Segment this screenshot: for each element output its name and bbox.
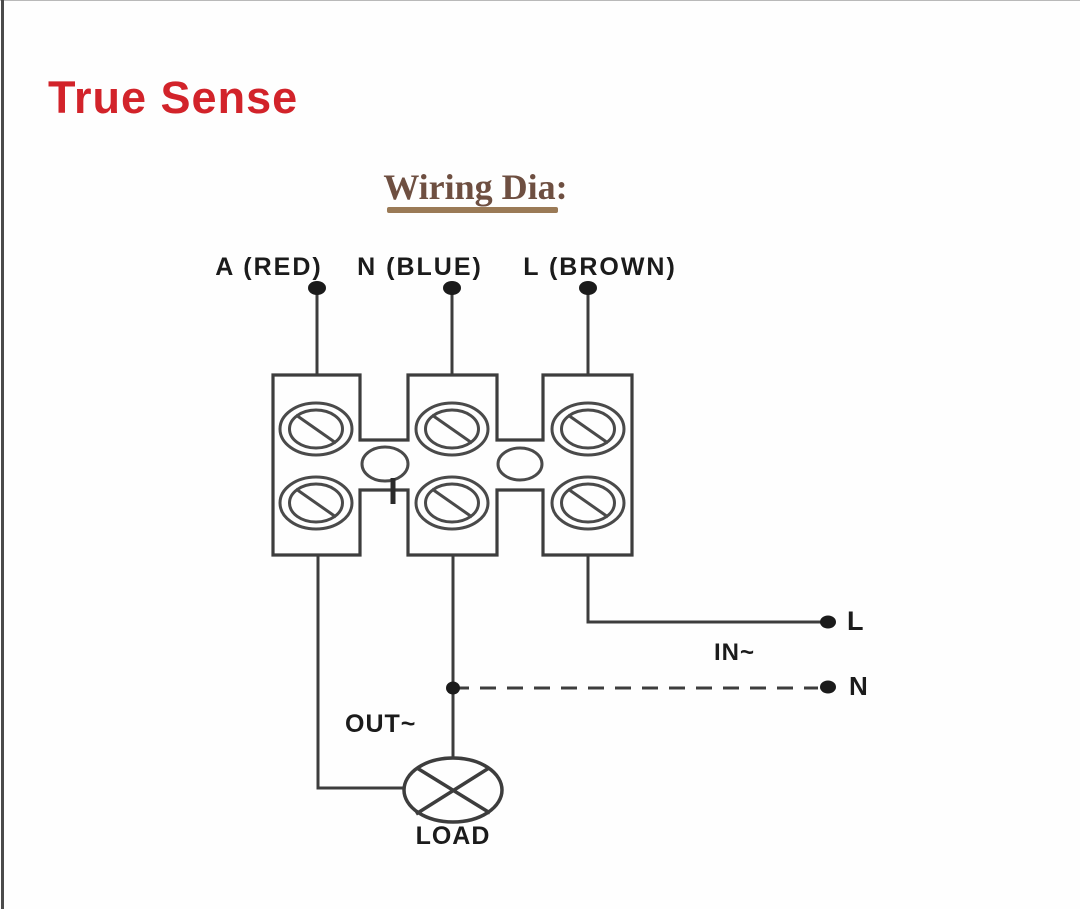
wire-out-a-to-load: [316, 555, 404, 790]
diagram-title: Wiring Dia:: [383, 167, 568, 207]
live-input-dot: [820, 615, 836, 629]
screw-icon: [550, 401, 626, 457]
terminal-label-a-red: A (RED): [215, 253, 323, 281]
neutral-input-dot: [820, 680, 836, 694]
load-lamp-icon: [402, 756, 504, 824]
junction-dot: [446, 681, 460, 695]
mounting-hole-icon: [496, 446, 544, 482]
output-label: OUT~: [345, 710, 417, 738]
terminal-label-n-blue: N (BLUE): [357, 253, 483, 281]
input-label: IN~: [714, 639, 756, 666]
wire-in-live: [586, 555, 822, 624]
screw-icon: [414, 475, 490, 531]
load-label: LOAD: [415, 822, 491, 850]
node-dot-n: [443, 281, 461, 295]
terminal-block-outline: [271, 373, 634, 557]
brand-logo: True Sense: [48, 72, 299, 123]
terminal-label-l-brown: L (BROWN): [523, 253, 677, 281]
mounting-holes: [360, 445, 544, 504]
node-dot-l: [579, 281, 597, 295]
node-dot-a: [308, 281, 326, 295]
incoming-wires: [308, 281, 597, 375]
live-label: L: [847, 606, 864, 636]
screw-icon: [278, 401, 354, 457]
top-edge-line: [0, 0, 1080, 1]
neutral-label: N: [849, 671, 868, 701]
screw-icon: [414, 401, 490, 457]
screw-icon: [550, 475, 626, 531]
left-edge-line: [1, 0, 4, 909]
mounting-hole-icon: [360, 445, 410, 483]
outgoing-wires: [316, 555, 836, 790]
title-underline: [387, 207, 558, 213]
screw-terminal-icons: [278, 401, 626, 531]
screw-icon: [278, 475, 354, 531]
